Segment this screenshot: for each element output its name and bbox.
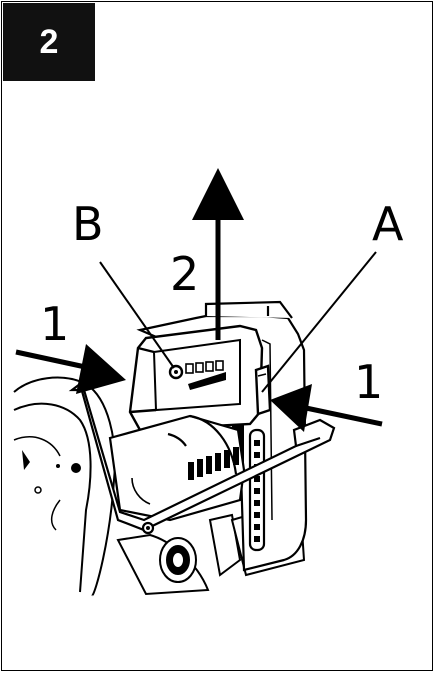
callout-line-b xyxy=(99,261,175,369)
step-number-badge: 2 xyxy=(3,3,95,81)
label-arrow-right: 1 xyxy=(354,355,383,409)
guard-handle xyxy=(68,382,336,535)
callout-line-a xyxy=(261,251,377,393)
label-b: B xyxy=(72,197,104,251)
battery-display-unit xyxy=(128,324,272,432)
label-a: A xyxy=(372,197,404,251)
arrow-up xyxy=(192,168,244,340)
arrow-right-squeeze xyxy=(270,384,383,432)
arrow-left-squeeze xyxy=(15,344,126,394)
label-arrow-up: 2 xyxy=(170,247,199,301)
machine-body xyxy=(13,376,116,597)
label-arrow-left: 1 xyxy=(40,297,69,351)
step-number: 2 xyxy=(39,22,59,61)
callout-lines xyxy=(99,251,377,393)
